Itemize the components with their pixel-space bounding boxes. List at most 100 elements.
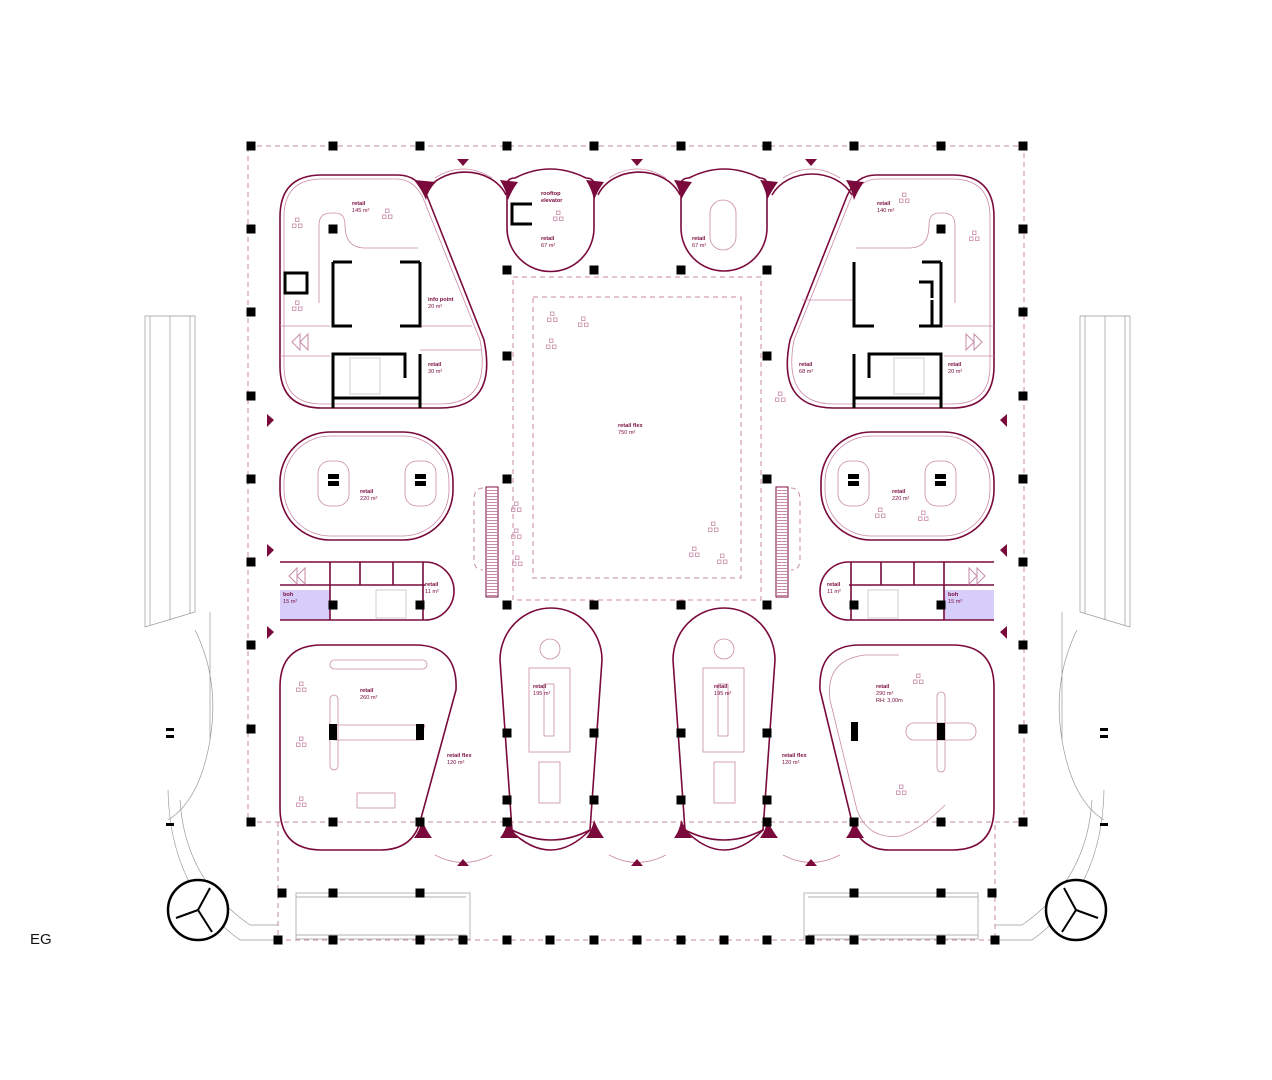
entrance-arrow-icon <box>291 332 309 352</box>
column <box>1018 391 1028 401</box>
room-area: 290 m² <box>876 691 894 697</box>
room-area: 15 m² <box>283 599 297 605</box>
column <box>990 935 1000 945</box>
top-facade-lobes <box>414 159 864 273</box>
floor-label: EG <box>30 931 52 948</box>
column <box>936 141 946 151</box>
column <box>762 141 772 151</box>
room-area: 750 m² <box>618 430 636 436</box>
table-chairs-icon <box>918 510 929 521</box>
room-area: 20 m² <box>948 369 962 375</box>
column <box>936 888 946 898</box>
column <box>246 640 256 650</box>
canopies <box>295 892 979 940</box>
column <box>502 600 512 610</box>
rooftop-elevator-icon <box>510 202 532 226</box>
table-chairs-icon <box>382 208 393 219</box>
column <box>936 935 946 945</box>
room-label: retail <box>892 489 906 495</box>
table-chairs-icon <box>578 316 589 327</box>
column <box>1018 557 1028 567</box>
column <box>762 817 772 827</box>
column <box>1018 307 1028 317</box>
room-label: retail <box>360 688 374 694</box>
column <box>328 888 338 898</box>
column <box>502 817 512 827</box>
furniture-glyphs <box>292 192 980 807</box>
boh-room <box>944 590 994 620</box>
table-chairs-icon <box>296 736 307 747</box>
room-area: 195 m² <box>533 691 551 697</box>
room-area: 68 m² <box>799 369 813 375</box>
room-label: retail <box>692 236 706 242</box>
column <box>676 265 686 275</box>
room-label: retail flex <box>447 753 472 759</box>
room-label: retail <box>425 582 439 588</box>
top-left-block <box>279 174 488 409</box>
column <box>805 935 815 945</box>
room-label: rooftop <box>541 191 561 197</box>
column <box>936 224 946 234</box>
table-chairs-icon <box>708 521 719 532</box>
column <box>849 817 859 827</box>
room-area: 11 m² <box>827 589 841 595</box>
atrium-boundary <box>512 276 762 601</box>
room-area: 145 m² <box>352 208 370 214</box>
table-chairs-icon <box>896 784 907 795</box>
table-chairs-icon <box>553 210 564 221</box>
room-area: 20 m² <box>428 304 442 310</box>
middle-right-block <box>820 431 995 541</box>
room-area: 220 m² <box>360 496 378 502</box>
column <box>277 888 287 898</box>
column <box>502 141 512 151</box>
column <box>415 600 425 610</box>
table-chairs-icon <box>511 528 522 539</box>
column <box>762 351 772 361</box>
right-service-band <box>819 561 994 621</box>
column <box>589 141 599 151</box>
column <box>762 935 772 945</box>
column <box>246 307 256 317</box>
column <box>676 600 686 610</box>
column <box>415 141 425 151</box>
room-label: info point <box>428 297 454 303</box>
right-side-structure <box>995 315 1131 942</box>
table-chairs-icon <box>775 391 786 402</box>
table-chairs-icon <box>969 230 980 241</box>
column <box>415 888 425 898</box>
room-label: elevator <box>541 198 563 204</box>
column <box>1018 640 1028 650</box>
middle-left-block <box>279 431 454 541</box>
room-label: retail <box>352 201 366 207</box>
room-label: boh <box>283 592 294 598</box>
bottom-left-block <box>279 644 457 851</box>
bottom-right-block <box>819 644 995 851</box>
room-area: 67 m² <box>692 243 706 249</box>
column <box>246 224 256 234</box>
table-chairs-icon <box>875 507 886 518</box>
column <box>502 728 512 738</box>
table-chairs-icon <box>296 796 307 807</box>
column <box>632 935 642 945</box>
room-area: 67 m² <box>541 243 555 249</box>
column <box>762 474 772 484</box>
room-label: retail flex <box>618 423 643 429</box>
column <box>545 935 555 945</box>
column <box>328 817 338 827</box>
column <box>849 935 859 945</box>
column <box>762 728 772 738</box>
column <box>589 795 599 805</box>
column <box>502 474 512 484</box>
room-label: boh <box>948 592 959 598</box>
column <box>936 600 946 610</box>
column <box>502 265 512 275</box>
column <box>987 888 997 898</box>
left-service-band <box>280 561 455 621</box>
room-label: retail <box>714 684 728 690</box>
bottom-center-capsules <box>414 607 864 866</box>
column <box>762 795 772 805</box>
column <box>849 888 859 898</box>
table-chairs-icon <box>512 555 523 566</box>
column <box>1018 817 1028 827</box>
